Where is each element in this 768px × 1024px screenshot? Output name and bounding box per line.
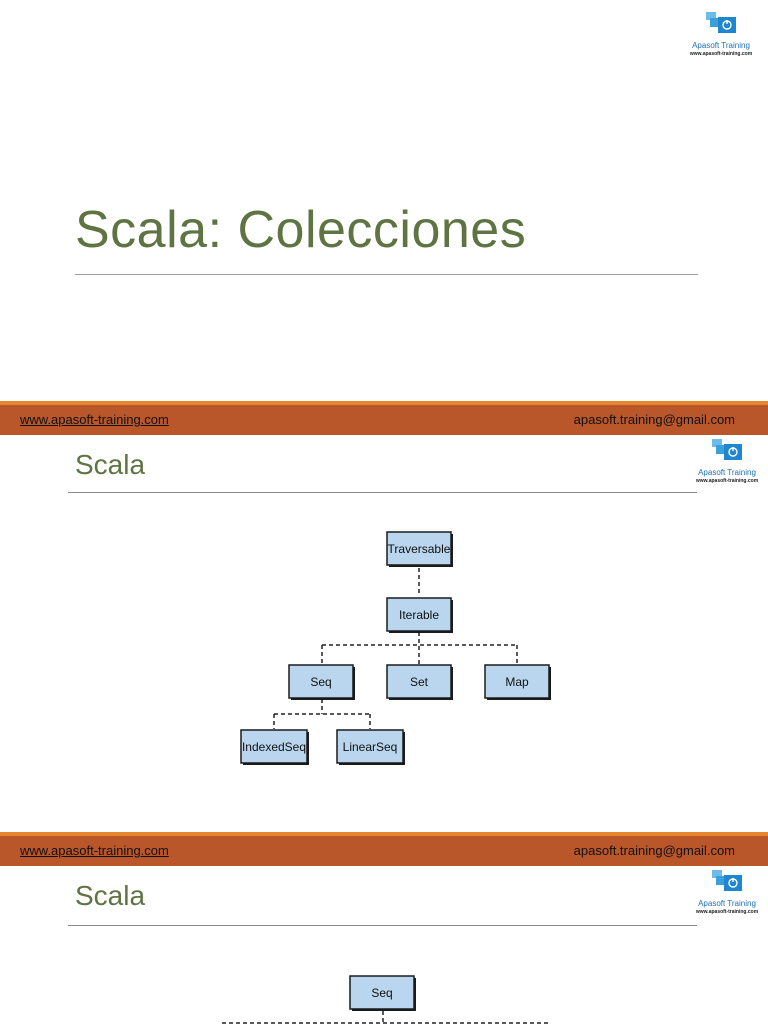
node-linearseq: LinearSeq [336, 729, 405, 765]
logo-brand: Apasoft Training [692, 41, 750, 50]
logo-url: www.apasoft-training.com [695, 478, 759, 484]
node-set: Set [386, 664, 453, 700]
logo-icon [706, 12, 736, 33]
diagram-connectors [273, 568, 518, 729]
logo-brand: Apasoft Training [698, 899, 756, 908]
logo: Apasoft Training www.apasoft-training.co… [680, 12, 762, 68]
node-map: Map [484, 664, 551, 700]
slide-footer: www.apasoft-training.com apasoft.trainin… [0, 401, 768, 435]
diagram-connectors [222, 1011, 548, 1024]
page-title: Scala: Colecciones [75, 201, 527, 259]
node-label-iterable: Iterable [399, 608, 439, 622]
node-indexedseq: IndexedSeq [240, 729, 309, 765]
slide-title-page: Apasoft Training www.apasoft-training.co… [0, 0, 768, 402]
node-label-seq: Seq [310, 675, 331, 689]
logo: Apasoft Training www.apasoft-training.co… [686, 870, 768, 926]
footer-email: apasoft.training@gmail.com [573, 412, 735, 427]
logo-icon [712, 870, 742, 891]
collections-hierarchy-diagram: Traversable Iterable Seq Set Map Indexed… [240, 531, 551, 765]
slide-collections-hierarchy: Scala Apasoft Training www.apasoft-train… [0, 435, 768, 832]
slide-seq-hierarchy: Scala Apasoft Training www.apasoft-train… [0, 866, 768, 1024]
node-seq-root: Seq [349, 975, 416, 1011]
footer-website-link[interactable]: www.apasoft-training.com [20, 843, 169, 858]
node-label-map: Map [505, 675, 529, 689]
logo-url: www.apasoft-training.com [689, 51, 753, 57]
node-label-traversable: Traversable [388, 542, 451, 556]
slide-title: Scala [75, 449, 146, 480]
footer-website-link[interactable]: www.apasoft-training.com [20, 412, 169, 427]
node-label-seq-root: Seq [371, 986, 392, 1000]
logo: Apasoft Training www.apasoft-training.co… [686, 439, 768, 495]
title-divider [68, 925, 697, 926]
node-label-set: Set [410, 675, 429, 689]
slide-title: Scala [75, 880, 146, 911]
logo-url: www.apasoft-training.com [695, 909, 759, 915]
node-label-indexedseq: IndexedSeq [242, 740, 306, 754]
title-divider [75, 274, 698, 275]
node-label-linearseq: LinearSeq [343, 740, 398, 754]
footer-email: apasoft.training@gmail.com [573, 843, 735, 858]
node-seq: Seq [288, 664, 355, 700]
seq-hierarchy-diagram: Seq [222, 975, 548, 1024]
logo-brand: Apasoft Training [698, 468, 756, 477]
title-divider [68, 492, 697, 493]
logo-icon [712, 439, 742, 460]
node-iterable: Iterable [386, 597, 453, 633]
node-traversable: Traversable [386, 531, 453, 567]
slide-footer: www.apasoft-training.com apasoft.trainin… [0, 832, 768, 866]
